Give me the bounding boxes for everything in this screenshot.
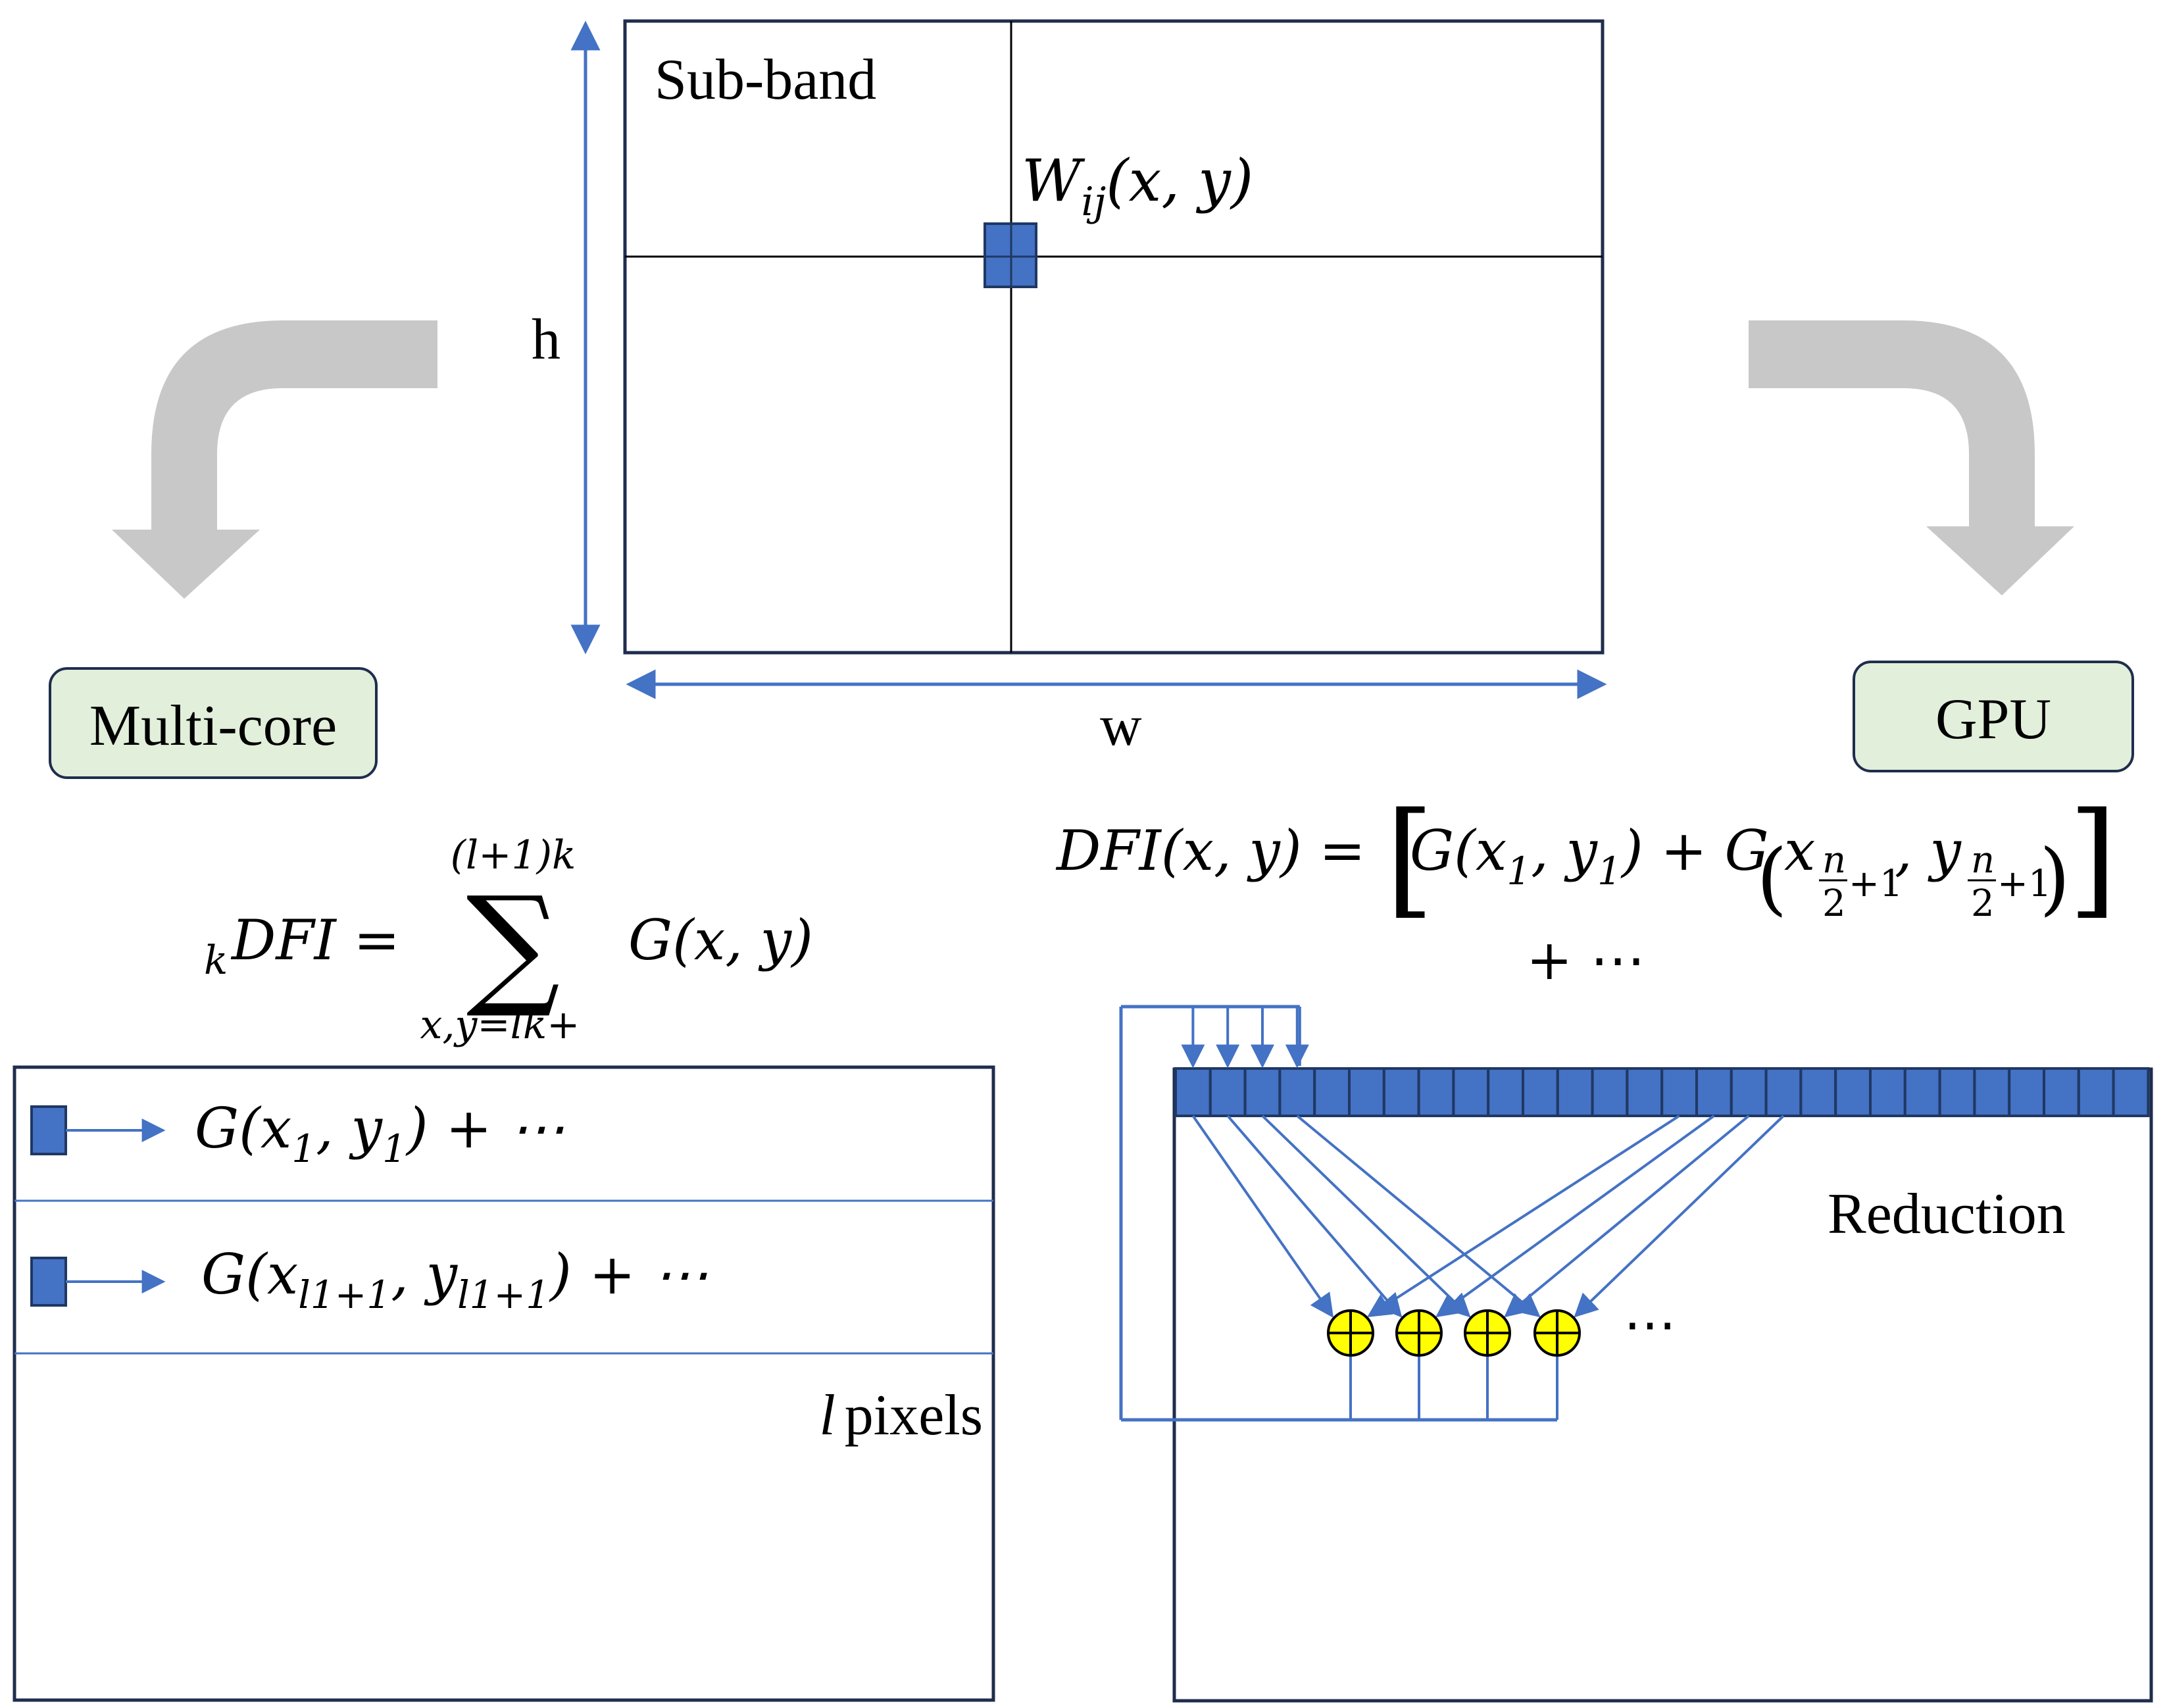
row1-formula: G(x1, y1) + ⋯ [195,1096,564,1171]
gpu-formula-plus-one-2: +1 [1997,863,2052,905]
gpu-pixel-cell [1452,1067,1490,1117]
gpu-pixel-cell [1938,1067,1976,1117]
width-label: w [1100,694,1142,758]
gpu-pixel-cell [1973,1067,2011,1117]
gpu-formula-frac2-den: 2 [1971,882,1995,925]
formula-lhs: DFI = [230,908,400,972]
reduction-arrow-left [1226,1115,1403,1318]
multicore-label-box: Multi-core [49,667,378,779]
pixel-label-args: (x, y) [1106,147,1253,214]
multicore-frame [12,1065,995,1702]
right-curved-arrow-icon [1749,320,2074,595]
reduction-arrow-right [1435,1115,1715,1318]
gpu-formula-continuation: + ⋯ [1526,928,1645,992]
row2-formula: G(xl1+1, yl1+1) + ⋯ [201,1242,709,1317]
row2-pixel-cell [30,1257,67,1307]
gpu-formula-x: x [1784,818,1815,883]
gpu-formula-frac1-num: n [1822,839,1846,882]
gpu-formula: DFI(x, y) = [ G(x1, y1) + G ( x n 2 +1 ,… [1055,786,2117,992]
formula-lower-limit: x,y=lk+ [420,1002,580,1048]
formula-upper-limit: (l+1)k [451,832,576,878]
pixel-label-main: W [1022,147,1085,214]
gpu-formula-lhs: DFI(x, y) = [1055,818,1366,883]
reduction-label: Reduction [1828,1182,2066,1246]
gpu-formula-paren-open: ( [1756,833,1787,924]
subband-frame [623,19,1605,655]
gpu-formula-plus-one-1: +1 [1849,863,1903,905]
gpu-pixel-cell [1695,1067,1733,1117]
gpu-pixel-cell [1869,1067,1906,1117]
reduction-arrow-left [1261,1115,1471,1318]
gpu-pixel-cell [1799,1067,1837,1117]
subband-title: Sub-band [655,48,876,112]
gpu-pixel-cell [1903,1067,1941,1117]
gpu-pixel-cell [1243,1067,1282,1117]
gpu-frame [1172,1067,2153,1703]
gpu-pixel-cell [1382,1067,1420,1117]
gpu-pixel-cell [1487,1067,1524,1117]
formula-term: G(x, y) [628,908,813,972]
gpu-pixel-cell [1730,1067,1768,1117]
pixel-label: Wij(x, y) [1022,147,1253,225]
gpu-pixel-cell [2043,1067,2080,1117]
subband-panel: Sub-band Wij(x, y) h w [532,19,1607,758]
gpu-label: GPU [1935,688,2051,751]
gpu-formula-term1: G(x1, y1) + G [1410,818,1769,893]
gpu-formula-open-bracket: [ [1385,786,1434,931]
gpu-adders [1327,1309,1581,1357]
pixels-label-text: pixels [845,1384,983,1447]
gpu-pixel-cell [1660,1067,1698,1117]
gpu-reduction-arrows [1191,1115,1785,1318]
reduction-arrow-right [1504,1115,1750,1318]
gpu-pixel-cell [1313,1067,1351,1117]
gpu-formula-frac2-num: n [1971,839,1995,882]
formula-sigma: ∑ [466,868,560,1022]
gpu-pixel-cell [1208,1067,1247,1117]
formula-prefix-sub: k [204,938,228,984]
gpu-pixel-cell [1556,1067,1594,1117]
adder-ellipsis: ⋯ [1624,1296,1676,1354]
gpu-pixel-cell [1278,1067,1316,1117]
gpu-pixel-cell [1591,1067,1629,1117]
gpu-pixel-row [1174,1067,2150,1117]
gpu-formula-paren-close: ) [2039,833,2070,924]
gpu-formula-frac1-den: 2 [1822,882,1846,925]
gpu-pixel-cell [1522,1067,1559,1117]
gpu-label-box: GPU [1853,661,2134,772]
multicore-label: Multi-core [89,694,337,758]
gpu-pixel-cell [1764,1067,1803,1117]
pixel-label-sub: ij [1081,179,1106,225]
left-curved-arrow-icon [112,320,437,599]
reduction-arrow-left [1296,1115,1541,1318]
gpu-pixel-cell [1174,1067,1212,1117]
row1-pixel-cell [30,1105,67,1155]
reduction-arrow-left [1191,1115,1334,1318]
pixels-label-var: l [819,1384,835,1447]
gpu-formula-close-bracket: ] [2068,786,2117,931]
gpu-pixel-cell [2112,1067,2150,1117]
height-label: h [532,308,560,372]
gpu-pixel-cell [1626,1067,1664,1117]
gpu-pixel-cell [1834,1067,1872,1117]
gpu-feedback-lines [1119,1005,1558,1422]
reduction-arrow-right [1574,1115,1785,1318]
multicore-formula: k DFI = (l+1)k ∑ x,y=lk+ G(x, y) [204,832,813,1048]
gpu-pixel-cell [1417,1067,1455,1117]
gpu-pixel-cell [2008,1067,2045,1117]
gpu-pixel-cell [1348,1067,1385,1117]
reduction-arrow-right [1366,1115,1680,1317]
gpu-formula-comma-y: , y [1895,818,1962,883]
gpu-pixel-cell [2077,1067,2115,1117]
gpu-panel: Reduction ⋯ [1119,1005,2153,1703]
